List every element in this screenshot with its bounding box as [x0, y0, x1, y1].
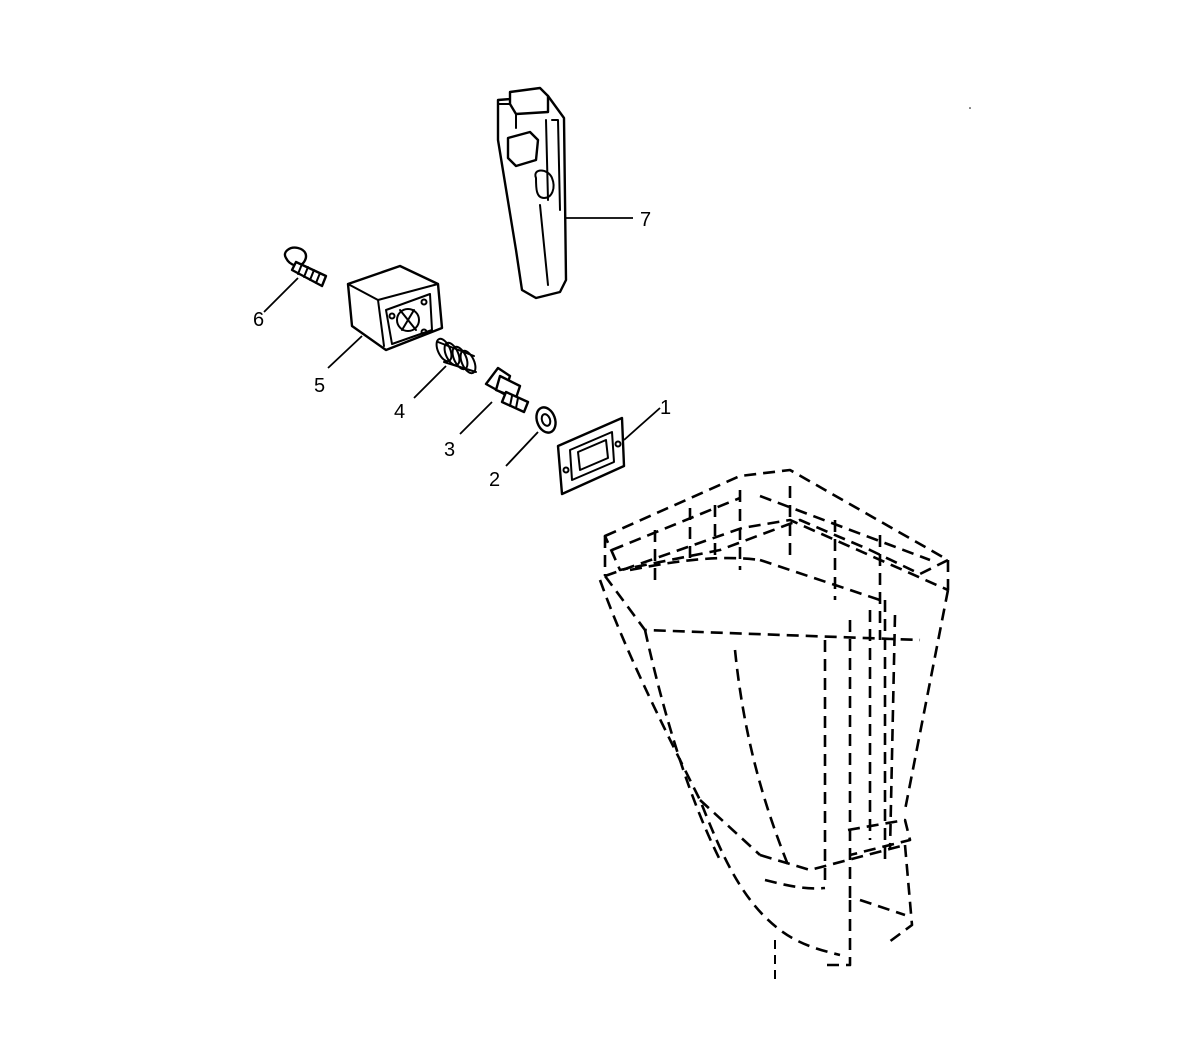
leader-3	[459, 401, 493, 435]
part-5-housing	[346, 264, 444, 352]
callout-4: 4	[394, 401, 405, 423]
callout-5: 5	[314, 375, 325, 397]
leader-4	[413, 365, 447, 399]
leader-2	[505, 431, 539, 467]
part-4-spring	[435, 337, 477, 375]
part-6-screw	[283, 246, 328, 288]
callout-3: 3	[444, 439, 455, 461]
leader-5	[327, 335, 363, 369]
housing-dashed-outline	[598, 468, 950, 980]
callout-1: 1	[660, 397, 671, 419]
part-3-valve	[484, 366, 530, 414]
callout-6: 6	[253, 309, 264, 331]
callout-2: 2	[489, 469, 500, 491]
speck	[969, 107, 971, 109]
leader-1	[623, 407, 661, 441]
part-1-gasket	[556, 416, 626, 496]
callout-7: 7	[640, 209, 651, 231]
leader-lines	[263, 217, 661, 467]
part-2-washer	[535, 406, 557, 434]
part-7-bracket	[496, 86, 568, 300]
leader-6	[263, 277, 299, 313]
